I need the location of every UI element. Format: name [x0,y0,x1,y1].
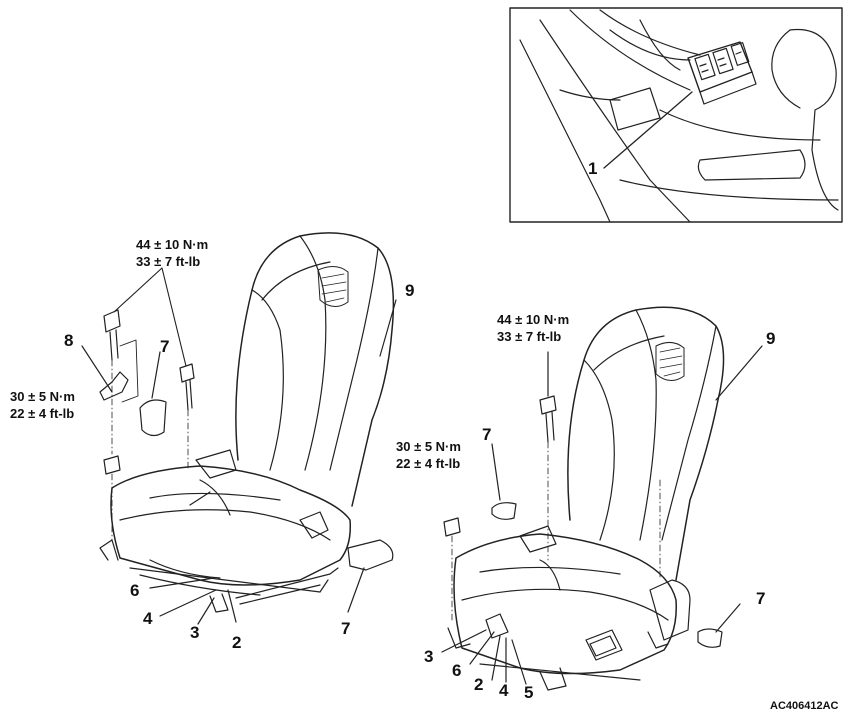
left-callout-4: 4 [143,609,153,628]
right-callout-5: 5 [524,683,534,702]
right-callout-3: 3 [424,647,434,666]
left-callout-8: 8 [64,331,74,350]
left-callout-6: 6 [130,581,140,600]
heater-switch-panel [687,41,757,105]
torque-right-upper-nm: 44 ± 10 N·m [497,312,570,327]
right-callout-9: 9 [766,329,776,348]
right-callout-2: 2 [474,675,484,694]
right-callout-7-lower: 7 [756,589,766,608]
right-seat-drawing [441,306,763,691]
inset-switch-view [509,7,843,223]
figure-code: AC406412AC [770,700,839,712]
left-callout-2: 2 [232,633,242,652]
left-callout-7-lower: 7 [341,619,351,638]
torque-left-upper-ftlb: 33 ± 7 ft-lb [136,254,201,269]
right-callout-4: 4 [499,681,509,700]
torque-left-upper-nm: 44 ± 10 N·m [136,237,209,252]
left-callout-3: 3 [190,623,200,642]
torque-left-lower-nm: 30 ± 5 N·m [10,389,75,404]
torque-right-upper-ftlb: 33 ± 7 ft-lb [497,329,562,344]
left-callout-7-upper: 7 [160,337,170,356]
left-seat-drawing [81,232,397,625]
torque-right-lower-nm: 30 ± 5 N·m [396,439,461,454]
left-callout-9: 9 [405,281,415,300]
right-callout-6: 6 [452,661,462,680]
callout-1: 1 [588,159,598,178]
torque-left-lower-ftlb: 22 ± 4 ft-lb [10,406,75,421]
torque-right-lower-ftlb: 22 ± 4 ft-lb [396,456,461,471]
right-callout-7-upper: 7 [482,425,492,444]
